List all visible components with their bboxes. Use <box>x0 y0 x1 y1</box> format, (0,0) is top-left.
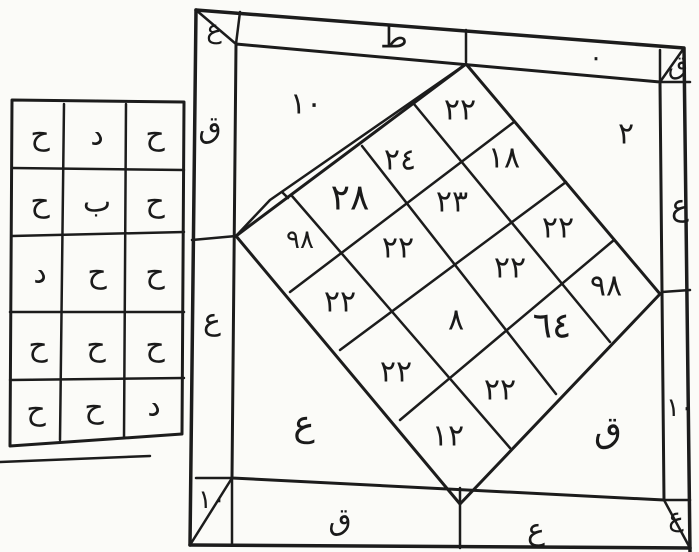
magic-square-cell: ٢٢ <box>444 93 476 128</box>
magic-square-cell: ٩٨ <box>590 269 622 304</box>
magic-square-cell: ١٢ <box>432 419 464 454</box>
magic-square-cell: ٢٢ <box>324 285 356 320</box>
left-grid-cell: ح <box>30 185 50 220</box>
left-grid-cell: ح <box>30 118 50 153</box>
magic-square-cell: ٢٢ <box>382 231 414 266</box>
left-grid-cell: ب <box>83 185 111 220</box>
left-grid-cell: ح <box>145 329 165 364</box>
frame-top-glyph: ٠ <box>589 43 603 73</box>
magic-square-cell: ٨ <box>448 303 464 338</box>
magic-square-cell: ٢٢ <box>494 251 526 286</box>
magic-square-cell: ٦٤ <box>533 306 572 347</box>
frame-left-glyph: ع <box>203 303 221 338</box>
magic-square-cell: ٢٨ <box>331 178 370 219</box>
magic-square-cell: ٢٣ <box>436 185 468 220</box>
left-grid: ح د ح ح ب ح د ح ح ح ح ح ح ح د <box>0 100 184 462</box>
frame-top-glyph: ط <box>380 21 408 56</box>
magic-square-cell: ٢٢ <box>484 373 516 408</box>
left-grid-cell: ح <box>28 329 48 364</box>
triangle-bottom-right-glyph: ق <box>594 410 622 451</box>
frame-right-glyph: ع <box>671 189 689 224</box>
left-grid-cell: ح <box>145 118 165 153</box>
left-grid-cell: ح <box>84 391 104 426</box>
left-grid-cell: د <box>33 256 46 291</box>
outer-triangles: ١٠ ٢ ع ق <box>290 87 634 451</box>
magic-square-cell: ١٨ <box>488 141 520 176</box>
magic-square-cell: ٩٨ <box>286 225 314 255</box>
left-grid-cell: د <box>147 389 160 424</box>
left-grid-cell: د <box>90 118 103 153</box>
frame-corner-bottom-left: ١٠ <box>198 485 226 515</box>
frame-left-glyph: ق <box>198 111 221 146</box>
left-grid-cell: ح <box>87 256 107 291</box>
triangle-top-glyph: ١٠ <box>290 87 322 122</box>
left-grid-cell: ح <box>145 256 165 291</box>
left-grid-cell: ح <box>86 329 106 364</box>
frame-bottom-glyph: ع <box>527 513 545 548</box>
magic-square-cell: ٢٢ <box>380 355 412 390</box>
frame-corner-bottom-right: ع <box>668 503 684 533</box>
frame-corner-top-right: ق <box>668 51 688 81</box>
left-grid-cell: ح <box>26 393 46 428</box>
left-grid-cell: ح <box>145 185 165 220</box>
frame-right-glyph: ١٠ <box>666 393 694 423</box>
frame-bottom-glyph: ق <box>328 503 351 538</box>
triangle-bottom-left-glyph: ع <box>293 404 315 445</box>
magic-square-cell: ٢٢ <box>542 211 574 246</box>
frame-corner-top-left: ع <box>206 15 222 45</box>
triangle-right-glyph: ٢ <box>618 117 634 152</box>
magic-square-cell: ٢٤ <box>384 143 416 178</box>
